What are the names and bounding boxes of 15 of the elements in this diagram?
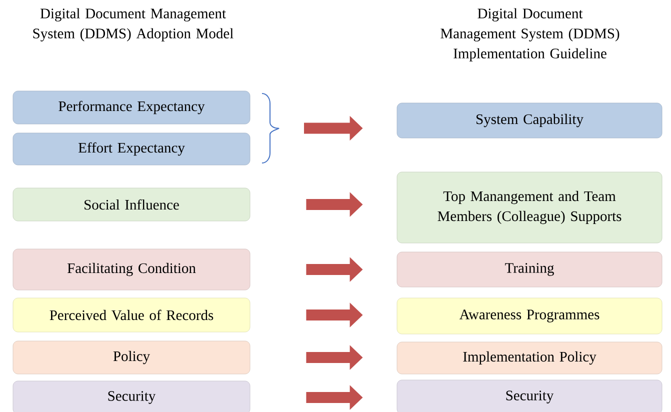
- text-box: Performance Expectancy: [12, 90, 250, 124]
- text-box: Facilitating Condition: [12, 248, 250, 290]
- text-box: Effort Expectancy: [12, 132, 250, 166]
- text-box: Implementation Policy: [396, 342, 662, 374]
- text-box: Social Influence: [12, 188, 250, 222]
- text-box: Security: [396, 380, 662, 412]
- column-heading: Digital Document Management System (DDMS) Implementation Guideline: [440, 8, 620, 62]
- text-box: Top Manangement and Team Members (Colleague) Supports: [396, 172, 662, 244]
- text-box: Training: [396, 252, 662, 288]
- text-box: Perceived Value of Records: [12, 298, 250, 332]
- text-box: System Capability: [396, 102, 662, 138]
- text-box: Awareness Programmes: [396, 298, 662, 334]
- column-heading: Digital Document Management System (DDMS) Adoption Model: [33, 8, 234, 42]
- text-box: Security: [12, 380, 250, 412]
- text-box: Policy: [12, 340, 250, 374]
